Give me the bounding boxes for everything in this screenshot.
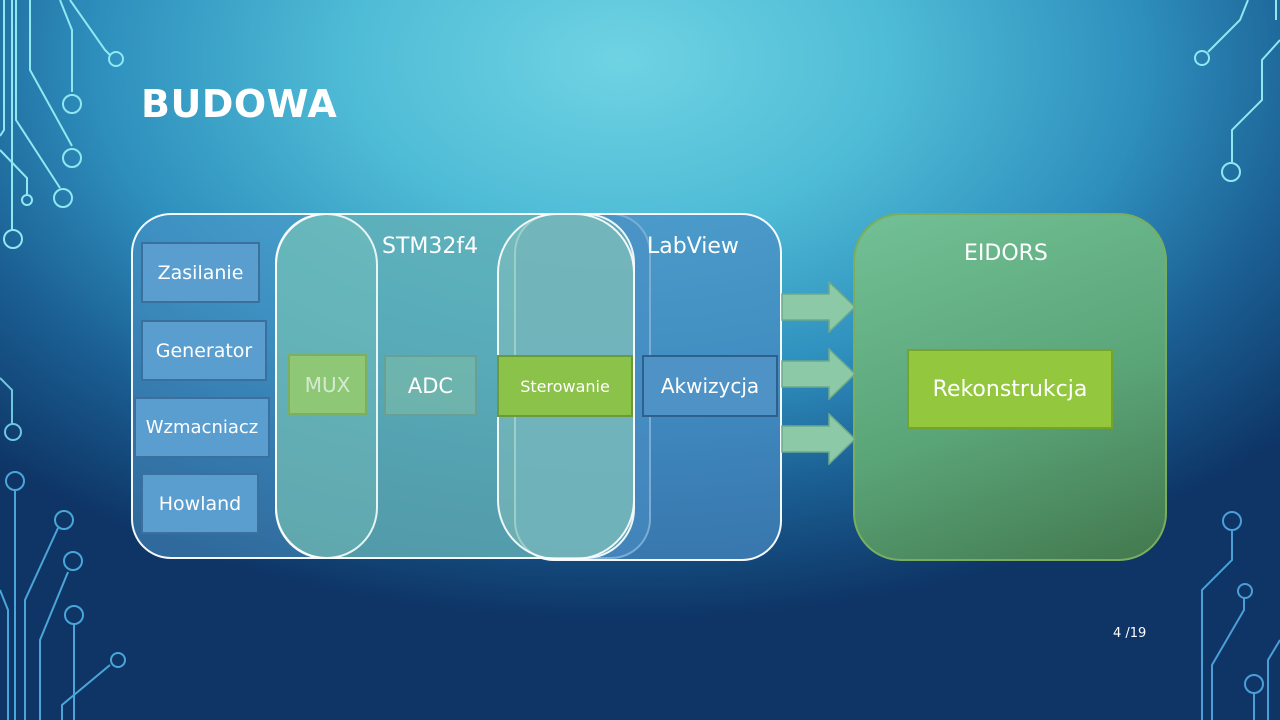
arrow-right-icon — [781, 281, 856, 333]
block-mux: MUX — [288, 354, 367, 415]
labview-label: LabView — [647, 234, 739, 259]
block-rekonstrukcja: Rekonstrukcja — [907, 349, 1113, 429]
arrow-right-icon — [781, 413, 856, 465]
block-sterowanie: Sterowanie — [497, 355, 633, 417]
block-adc: ADC — [384, 355, 477, 416]
block-howland: Howland — [141, 473, 259, 534]
slide-title: BUDOWA — [141, 82, 338, 126]
page-number: 4 /19 — [1113, 626, 1147, 641]
block-zasilanie: Zasilanie — [141, 242, 260, 303]
block-generator: Generator — [141, 320, 267, 381]
stm32-label: STM32f4 — [382, 234, 479, 259]
block-wzmacniacz: Wzmacniacz — [134, 397, 270, 458]
block-akwizycja: Akwizycja — [642, 355, 778, 417]
arrow-right-icon — [781, 348, 856, 400]
eidors-label: EIDORS — [964, 241, 1048, 266]
